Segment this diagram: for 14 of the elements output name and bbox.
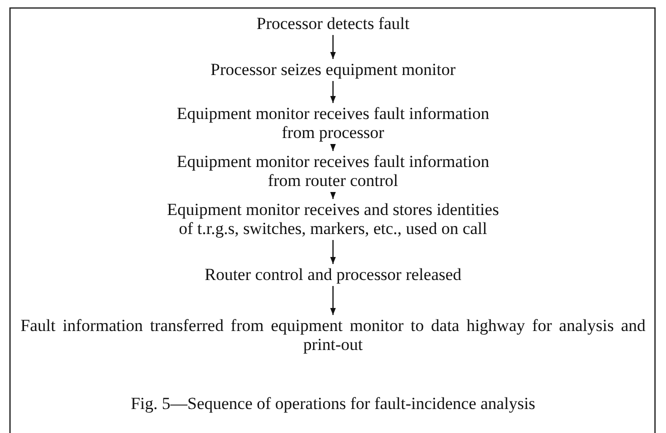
arrow <box>330 192 336 199</box>
arrow <box>330 240 336 264</box>
arrow <box>330 144 336 151</box>
step-text: Equipment monitor receives fault information from processor <box>166 104 500 142</box>
figure-caption: Fig. 5—Sequence of operations for fault-incidence analysis <box>130 394 536 414</box>
step-text: Processor seizes equipment monitor <box>210 60 456 79</box>
step-text: Router control and processor released <box>204 265 462 284</box>
step-text: Processor detects fault <box>256 14 410 33</box>
step-text: Equipment monitor receives fault information from router control <box>166 152 500 190</box>
arrow <box>330 35 336 59</box>
step-text: Equipment monitor receives and stores identities of t.r.g.s, switches, markers, etc., used on call <box>166 200 500 238</box>
arrow <box>330 286 336 315</box>
step-text: Fault information transferred from equipment monitor to data highway for analysis and print-out <box>20 316 646 354</box>
arrow <box>330 81 336 103</box>
